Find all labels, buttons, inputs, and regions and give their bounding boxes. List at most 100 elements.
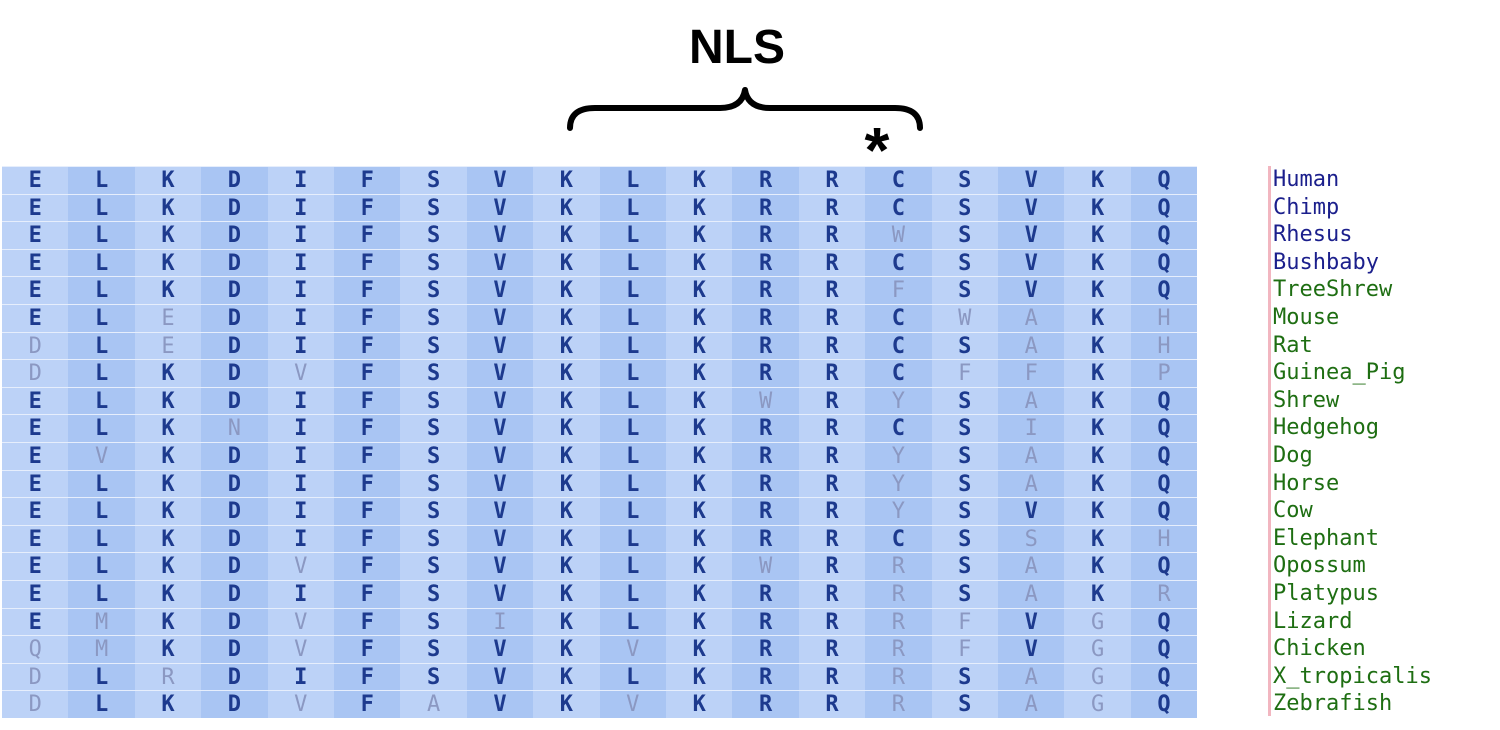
residue-cell: Y (865, 469, 932, 498)
residue-cell: M (68, 607, 135, 636)
residue-cell: V (466, 442, 534, 470)
residue-cell: R (798, 580, 866, 608)
residue-cell: L (68, 221, 135, 249)
residue-cell: E (2, 524, 69, 553)
residue-cell: Y (865, 442, 932, 470)
residue-cell: F (334, 469, 401, 498)
residue-cell: D (201, 524, 268, 553)
residue-cell: F (334, 690, 401, 718)
residue-cell: Q (1130, 276, 1198, 304)
residue-cell: K (666, 607, 733, 636)
alignment-separator (1268, 166, 1271, 716)
species-label: Elephant (1273, 525, 1379, 551)
residue-cell: C (865, 359, 932, 387)
residue-cell: K (533, 331, 600, 360)
residue-cell: V (466, 276, 534, 304)
residue-cell: H (1130, 524, 1198, 553)
residue-cell: S (931, 552, 998, 580)
residue-cell: R (798, 359, 866, 387)
residue-cell: V (466, 166, 534, 194)
residue-cell: S (400, 331, 467, 360)
residue-cell: F (998, 359, 1065, 387)
residue-cell: D (201, 580, 268, 608)
residue-cell: I (267, 497, 334, 525)
residue-cell: K (666, 276, 733, 304)
residue-cell: R (798, 552, 866, 580)
residue-cell: S (400, 469, 467, 498)
residue-cell: K (1064, 166, 1131, 194)
residue-cell: F (334, 414, 401, 442)
residue-cell: Q (1130, 414, 1198, 442)
residue-cell: F (334, 276, 401, 304)
residue-cell: W (732, 386, 799, 415)
residue-cell: R (732, 635, 799, 663)
residue-cell: F (334, 248, 401, 277)
residue-cell: V (998, 166, 1065, 194)
residue-cell: K (533, 690, 600, 718)
residue-cell: Y (865, 386, 932, 415)
residue-cell: R (732, 304, 799, 332)
residue-cell: F (334, 524, 401, 553)
residue-cell: K (1064, 193, 1131, 222)
residue-cell: R (732, 276, 799, 304)
residue-cell: S (400, 386, 467, 415)
residue-cell: D (201, 607, 268, 636)
residue-cell: D (201, 248, 268, 277)
residue-cell: E (2, 386, 69, 415)
residue-cell: V (998, 193, 1065, 222)
residue-cell: R (732, 166, 799, 194)
residue-cell: V (68, 442, 135, 470)
residue-cell: R (865, 690, 932, 718)
species-label: Opossum (1273, 553, 1366, 579)
residue-cell: K (666, 580, 733, 608)
residue-cell: R (798, 497, 866, 525)
residue-cell: G (1064, 635, 1131, 663)
residue-cell: V (466, 248, 534, 277)
residue-cell: L (599, 386, 666, 415)
residue-cell: K (1064, 442, 1131, 470)
residue-cell: R (732, 690, 799, 718)
residue-cell: S (400, 497, 467, 525)
residue-cell: D (201, 497, 268, 525)
residue-cell: A (998, 331, 1065, 360)
residue-cell: E (134, 304, 202, 332)
species-label: Chicken (1273, 636, 1366, 662)
residue-cell: L (599, 442, 666, 470)
residue-cell: I (267, 469, 334, 498)
residue-cell: V (466, 221, 534, 249)
residue-cell: R (865, 635, 932, 663)
residue-cell: S (400, 607, 467, 636)
residue-cell: P (1130, 359, 1198, 387)
residue-cell: V (267, 690, 334, 718)
residue-cell: K (533, 221, 600, 249)
residue-cell: K (1064, 497, 1131, 525)
residue-cell: L (68, 414, 135, 442)
residue-cell: I (267, 193, 334, 222)
residue-cell: K (666, 304, 733, 332)
residue-cell: K (134, 193, 202, 222)
residue-cell: V (267, 552, 334, 580)
residue-cell: S (400, 580, 467, 608)
residue-cell: I (267, 662, 334, 691)
residue-cell: S (931, 580, 998, 608)
residue-cell: R (798, 690, 866, 718)
residue-cell: V (466, 386, 534, 415)
residue-cell: A (400, 690, 467, 718)
residue-cell: K (134, 276, 202, 304)
residue-cell: F (334, 386, 401, 415)
residue-cell: D (2, 662, 69, 691)
residue-cell: S (931, 386, 998, 415)
residue-cell: L (599, 469, 666, 498)
residue-cell: D (201, 221, 268, 249)
residue-cell: E (2, 442, 69, 470)
residue-cell: K (666, 248, 733, 277)
